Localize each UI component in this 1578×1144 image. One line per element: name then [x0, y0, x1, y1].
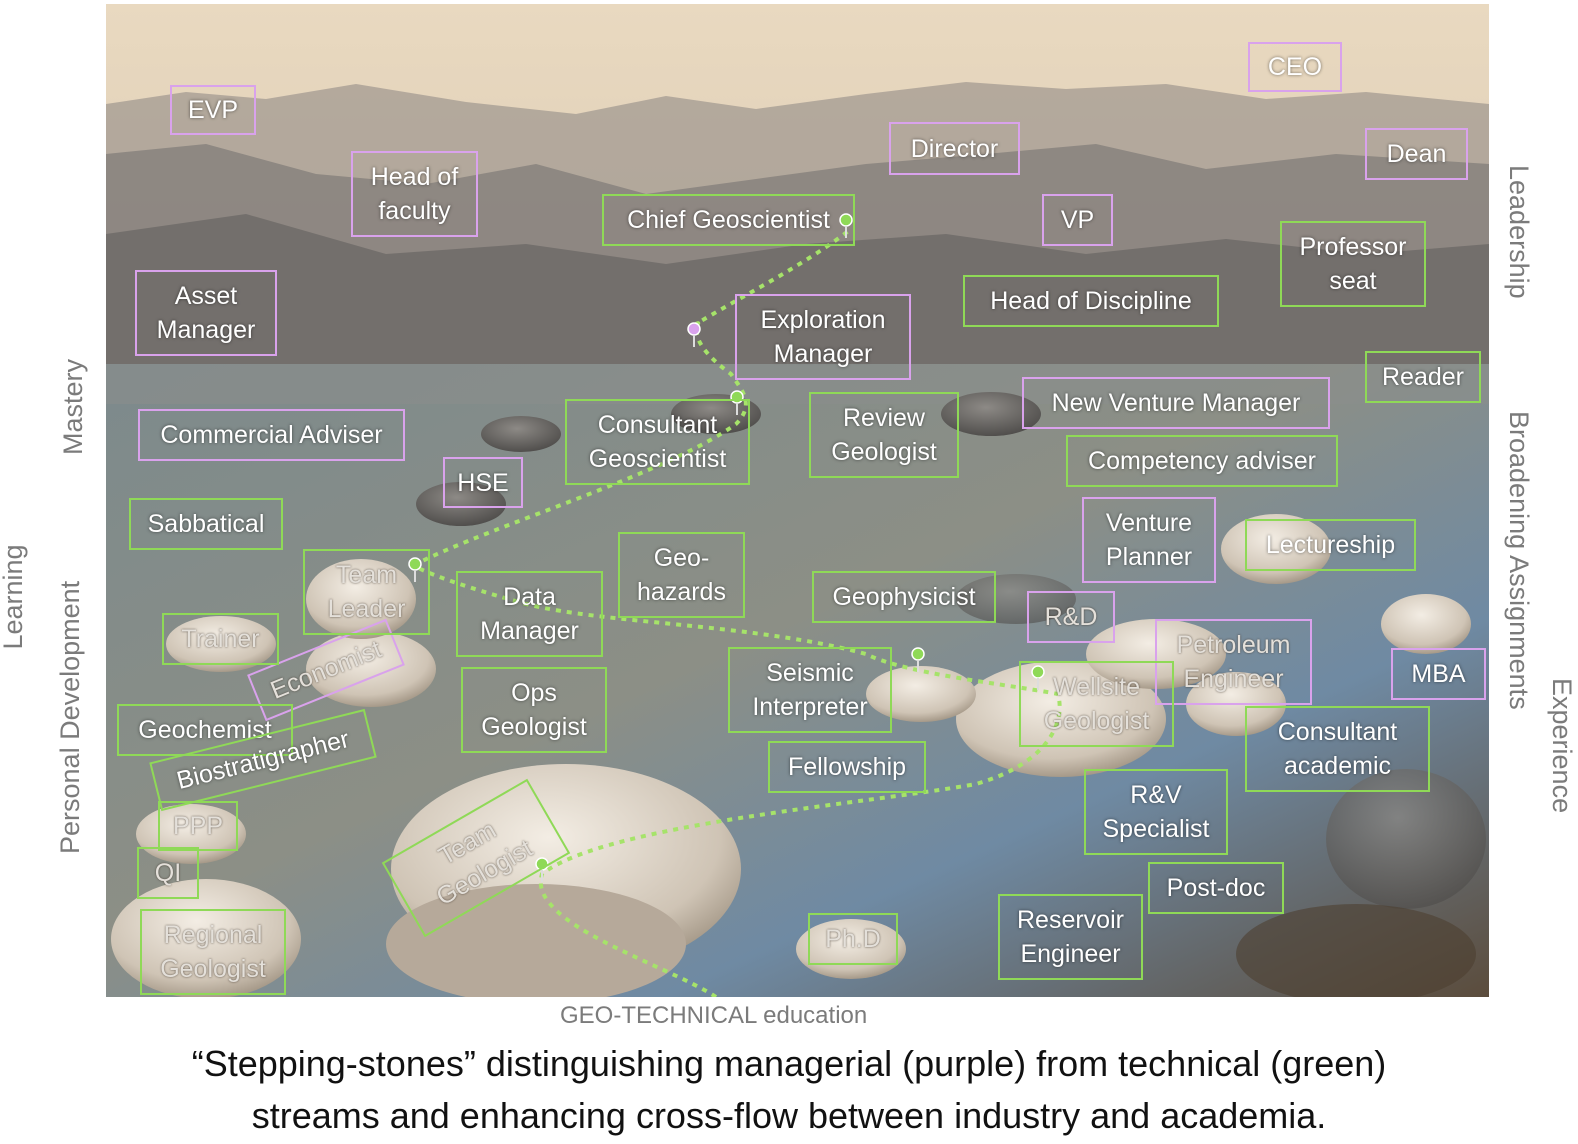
post-doc-box: Post-doc: [1148, 862, 1284, 914]
caption-line-1: “Stepping-stones” distinguishing manager…: [191, 1043, 1387, 1084]
geochemist-box: Geochemist: [117, 704, 293, 756]
experience-label: Experience: [1547, 678, 1577, 814]
reservoir-engineer-box: Reservoir Engineer: [998, 894, 1143, 980]
head-of-discipline-box: Head of Discipline: [963, 275, 1219, 327]
mastery-label: Mastery: [58, 358, 88, 456]
head-of-faculty-box: Head of faculty: [351, 151, 478, 237]
rnd-box: R&D: [1027, 591, 1115, 643]
reader-box: Reader: [1365, 351, 1481, 403]
new-venture-manager-box: New Venture Manager: [1022, 377, 1330, 429]
river-landscape-image: [106, 4, 1489, 997]
review-geologist-box: Review Geologist: [809, 392, 959, 478]
trainer-box: Trainer: [162, 613, 279, 665]
consultant-academic-box: Consultant academic: [1245, 706, 1430, 792]
fellowship-box: Fellowship: [768, 741, 926, 793]
broadening-assignments-label: Broadening Assignments: [1504, 411, 1534, 710]
learning-label: Learning: [0, 544, 28, 650]
petroleum-engineer-box: Petroleum Engineer: [1155, 619, 1312, 705]
figure-caption: “Stepping-stones” distinguishing manager…: [0, 1038, 1578, 1142]
landscape-scene: [106, 4, 1489, 997]
wellsite-geologist-box: Wellsite Geologist: [1019, 661, 1174, 747]
personal-development-label: Personal Development: [55, 580, 85, 854]
consultant-geoscientist-box: Consultant Geoscientist: [565, 399, 750, 485]
competency-adviser-box: Competency adviser: [1066, 435, 1338, 487]
ppp-box: PPP: [158, 801, 238, 851]
ops-geologist-box: Ops Geologist: [461, 667, 607, 753]
geophysicist-box: Geophysicist: [812, 571, 996, 623]
pin-icon: [839, 213, 853, 238]
data-manager-box: Data Manager: [456, 571, 603, 657]
dean-box: Dean: [1365, 128, 1468, 180]
evp-box: EVP: [170, 85, 256, 135]
phd-box: Ph.D: [808, 913, 898, 965]
caption-line-2: streams and enhancing cross-flow between…: [251, 1095, 1327, 1136]
lectureship-box: Lectureship: [1245, 519, 1416, 571]
asset-manager-box: Asset Manager: [135, 270, 277, 356]
venture-planner-box: Venture Planner: [1082, 497, 1216, 583]
geo-technical-education-label: GEO-TECHNICAL education: [560, 1002, 868, 1029]
exploration-manager-box: Exploration Manager: [735, 294, 911, 380]
professor-seat-box: Professor seat: [1280, 221, 1426, 307]
geo-hazards-box: Geo- hazards: [618, 532, 745, 618]
qi-box: QI: [137, 847, 199, 899]
pin-icon: [911, 647, 925, 672]
rv-specialist-box: R&V Specialist: [1084, 769, 1228, 855]
regional-geologist-box: Regional Geologist: [140, 909, 286, 995]
commercial-adviser-box: Commercial Adviser: [138, 409, 405, 461]
pin-icon: [408, 557, 422, 582]
chief-geoscientist-box: Chief Geoscientist: [602, 194, 855, 246]
mba-box: MBA: [1391, 648, 1486, 700]
team-leader-box: Team Leader: [303, 549, 430, 635]
hse-box: HSE: [443, 457, 523, 508]
pin-icon: [535, 857, 549, 882]
director-box: Director: [889, 122, 1020, 175]
vp-box: VP: [1042, 194, 1113, 246]
leadership-label: Leadership: [1504, 165, 1534, 299]
seismic-interpreter-box: Seismic Interpreter: [728, 647, 892, 733]
pin-icon: [687, 322, 701, 347]
pin-icon: [1031, 665, 1045, 690]
ceo-box: CEO: [1248, 42, 1342, 92]
sabbatical-box: Sabbatical: [129, 498, 283, 550]
